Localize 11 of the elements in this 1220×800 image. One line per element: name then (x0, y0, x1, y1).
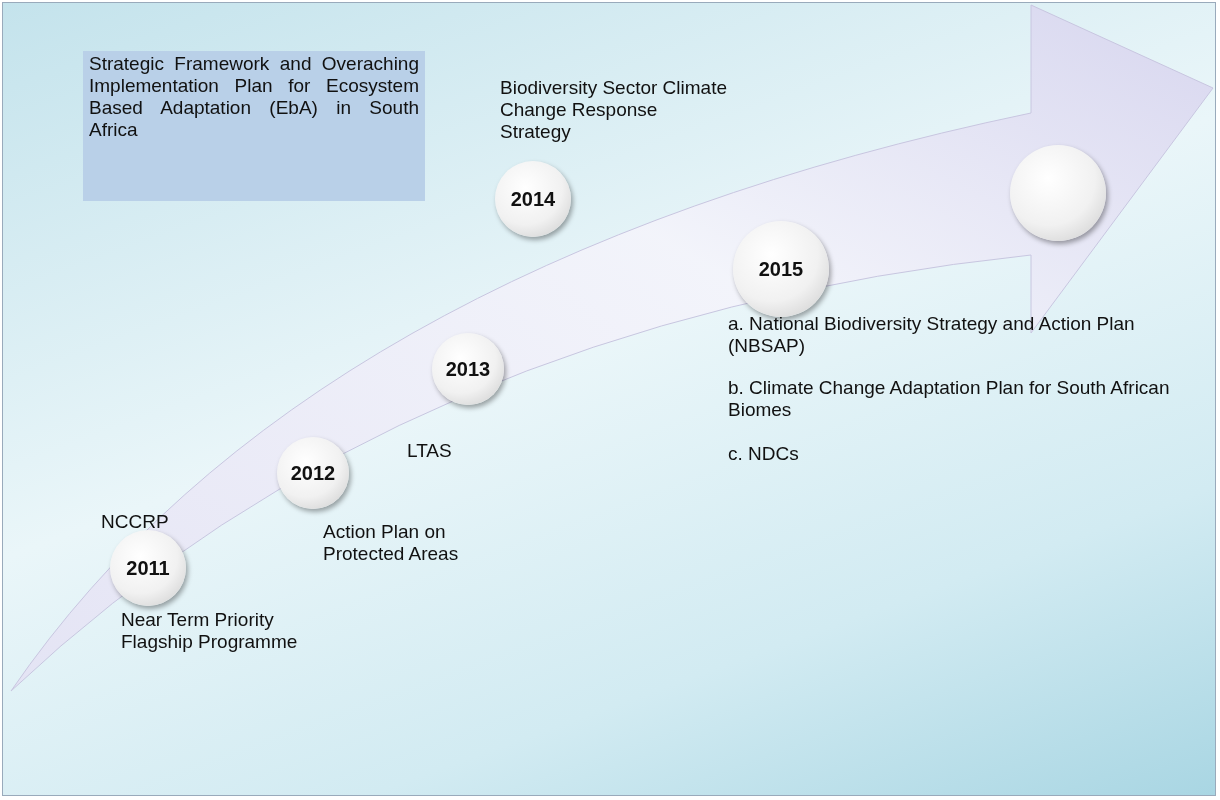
milestone-caption: Action Plan on Protected Areas (323, 521, 460, 565)
year-circle: 2012 (277, 437, 349, 509)
milestone-caption: NCCRP (101, 511, 170, 533)
milestone-caption: LTAS (407, 440, 453, 462)
milestone-caption: Biodiversity Sector Climate Change Response Strategy (500, 77, 729, 143)
milestone-caption: Near Term Priority Flagship Programme (121, 609, 299, 653)
milestone-caption: c. NDCs (728, 443, 800, 465)
year-circle: 2011 (110, 530, 186, 606)
text-box: Strategic Framework and Overaching Implementation Plan for Ecosystem Based Adaptation (EbA) in South Africa (83, 51, 425, 201)
year-circle: 2014 (495, 161, 571, 237)
milestone-caption: b. Climate Change Adaptation Plan for South African Biomes (728, 377, 1171, 421)
